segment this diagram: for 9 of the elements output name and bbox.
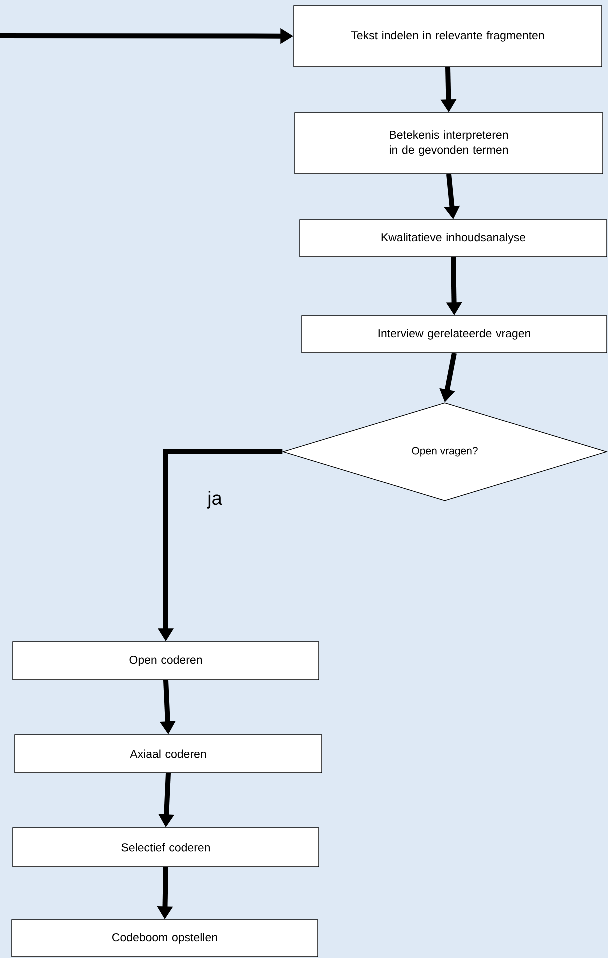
process-box: Open coderen bbox=[12, 642, 320, 680]
process-box: Selectief coderen bbox=[12, 828, 320, 868]
process-box: Interview gerelateerde vragen bbox=[302, 316, 608, 354]
process-box: Kwalitatieve inhoudsanalyse bbox=[300, 220, 608, 258]
process-box: Axiaal coderen bbox=[14, 734, 322, 774]
process-box: Codeboom opstellen bbox=[12, 920, 318, 958]
edge-label: ja bbox=[206, 490, 224, 510]
process-box: Betekenis interpreteren in de gevonden termen bbox=[294, 112, 604, 174]
process-box: Tekst indelen in relevante fragmenten bbox=[294, 6, 602, 68]
